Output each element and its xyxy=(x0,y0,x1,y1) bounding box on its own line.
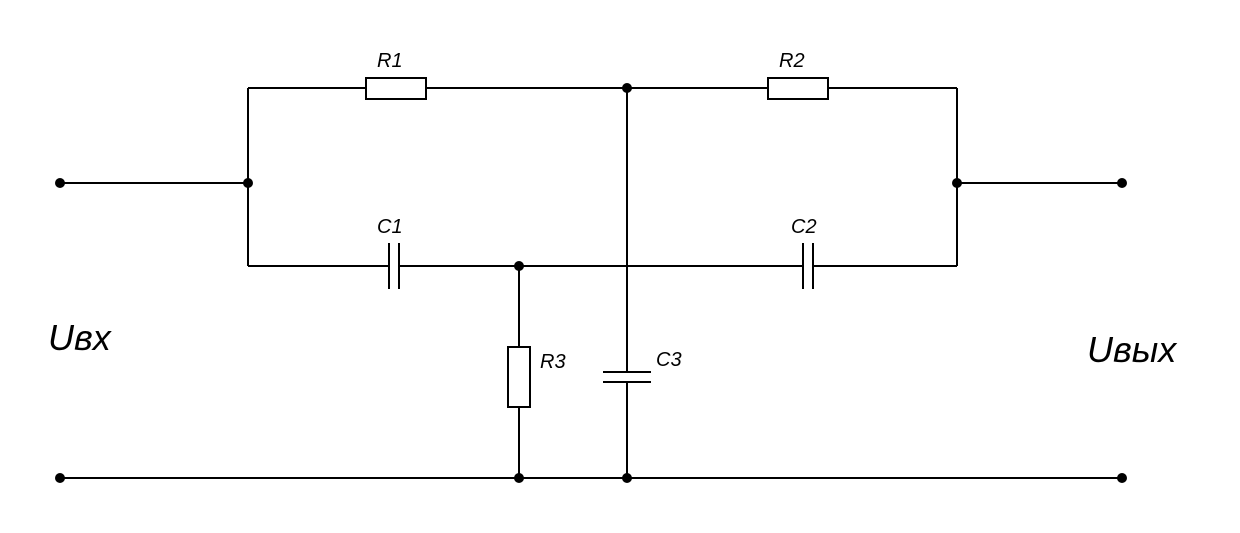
label-c2: C2 xyxy=(791,216,817,238)
junction-middle xyxy=(514,261,524,271)
resistor-r2 xyxy=(767,77,829,100)
output-terminal-top xyxy=(1117,178,1127,188)
input-terminal-bottom xyxy=(55,473,65,483)
capacitor-c2 xyxy=(802,243,814,289)
junction-ground-r3 xyxy=(514,473,524,483)
label-r2: R2 xyxy=(779,50,805,72)
capacitor-c3 xyxy=(603,371,651,383)
junction-ground-c3 xyxy=(622,473,632,483)
wires xyxy=(60,87,1122,479)
label-r3: R3 xyxy=(540,351,566,373)
output-terminal-bottom xyxy=(1117,473,1127,483)
label-c3: C3 xyxy=(656,349,682,371)
junction-left xyxy=(243,178,253,188)
resistor-r1-body xyxy=(365,77,427,100)
resistor-r2-body xyxy=(767,77,829,100)
junction-right xyxy=(952,178,962,188)
junctions xyxy=(55,83,1127,483)
input-voltage-label: Uвх xyxy=(48,317,113,358)
label-r1: R1 xyxy=(377,50,403,72)
input-terminal-top xyxy=(55,178,65,188)
label-c1: C1 xyxy=(377,216,403,238)
junction-top-center xyxy=(622,83,632,93)
resistor-r1 xyxy=(365,77,427,100)
capacitor-c1 xyxy=(388,243,400,289)
resistor-r3 xyxy=(507,346,531,408)
output-voltage-label: Uвых xyxy=(1087,329,1178,370)
resistor-r3-body xyxy=(507,346,531,408)
